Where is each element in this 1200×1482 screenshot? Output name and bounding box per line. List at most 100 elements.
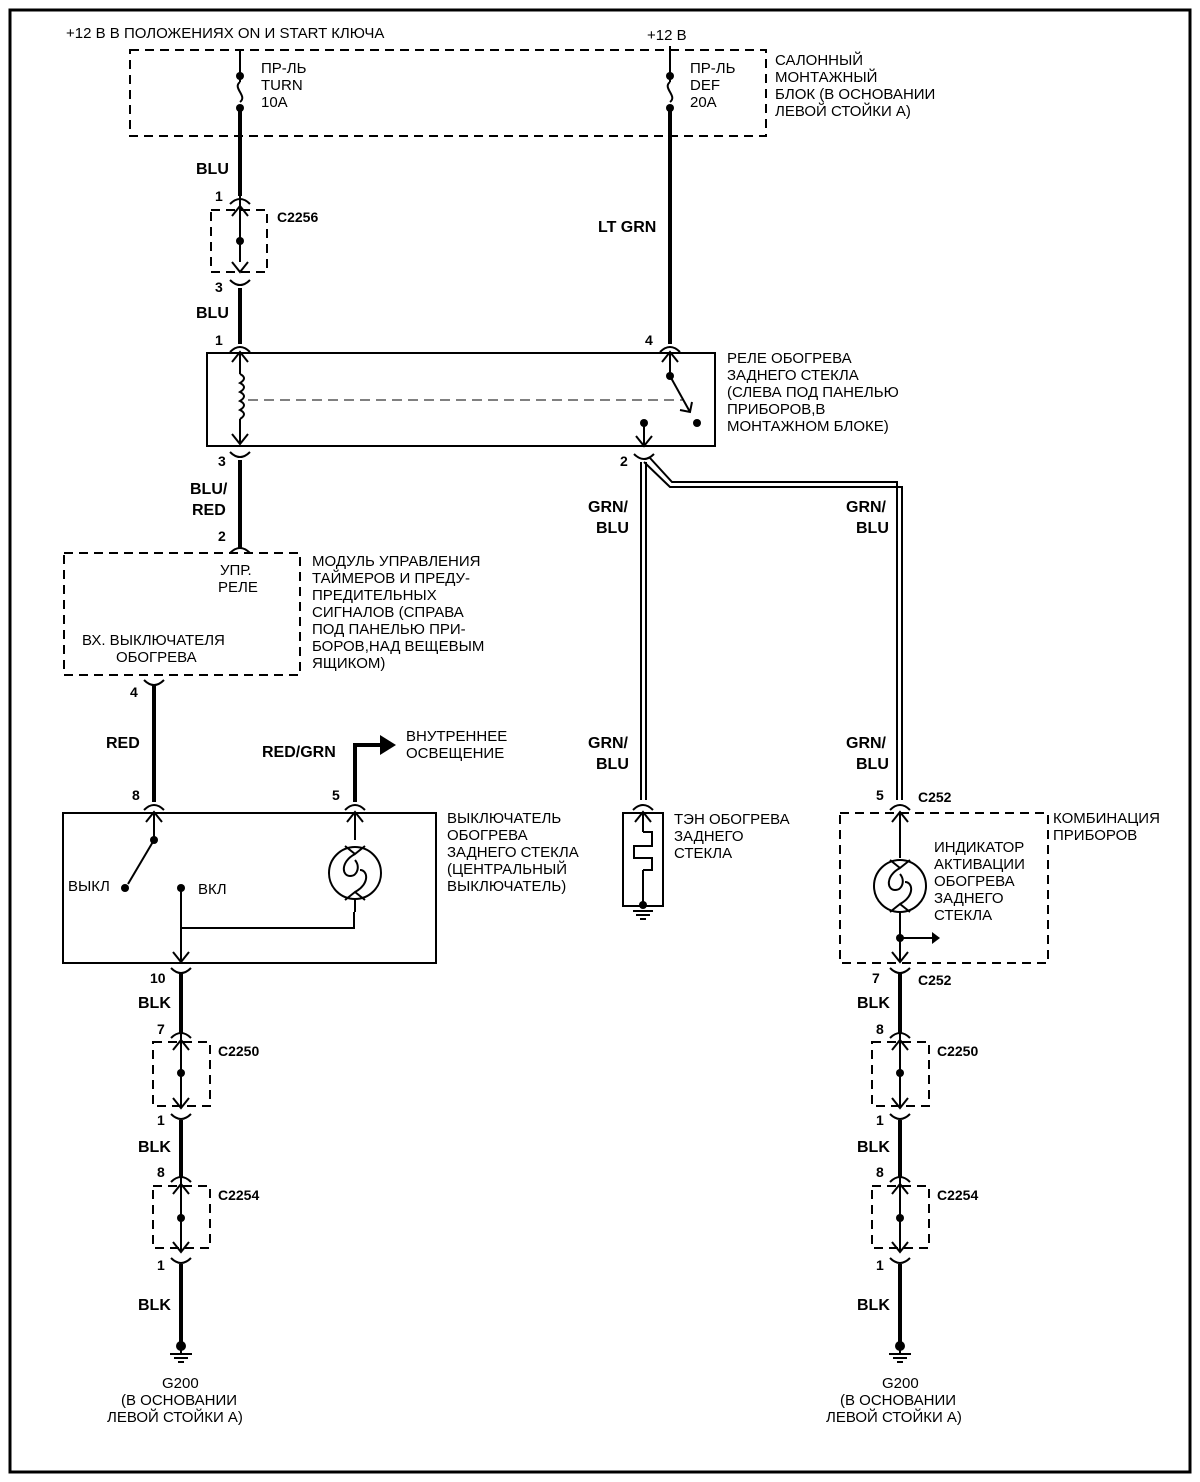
svg-text:ЗАДНЕГО: ЗАДНЕГО [674, 828, 744, 845]
wire-label-red-grn: RED/GRN [262, 744, 336, 761]
fuse-turn-label: ПР-ЛЬ TURN 10А [261, 60, 307, 111]
svg-text:DEF: DEF [690, 77, 720, 94]
svg-text:ОСВЕЩЕНИЕ: ОСВЕЩЕНИЕ [406, 745, 504, 762]
module-pin4-connector-icon [143, 679, 165, 686]
wire-label-blu-2: BLU [196, 305, 229, 322]
wire-label-lt-grn: LT GRN [598, 219, 656, 236]
ground-right-label: G200 (В ОСНОВАНИИ ЛЕВОЙ СТОЙКИ А) [826, 1375, 962, 1426]
ground-left-label: G200 (В ОСНОВАНИИ ЛЕВОЙ СТОЙКИ А) [107, 1375, 243, 1426]
wire-grn-blu-branch [649, 457, 898, 800]
wire-label-blu-red: RED [192, 502, 226, 519]
wire-label-blk-r3: BLK [857, 1297, 890, 1314]
svg-text:БЛОК (В ОСНОВАНИИ: БЛОК (В ОСНОВАНИИ [775, 86, 935, 103]
wire-label-grn-blu-b: BLU [856, 520, 889, 537]
svg-text:СТЕКЛА: СТЕКЛА [674, 845, 732, 862]
wire-label-blk-r1: BLK [857, 995, 890, 1012]
pin-label: 1 [876, 1257, 884, 1273]
wire-red-grn [353, 743, 384, 802]
svg-text:ТАЙМЕРОВ И ПРЕДУ-: ТАЙМЕРОВ И ПРЕДУ- [312, 569, 470, 587]
connector-c2254-left-label: C2254 [218, 1187, 259, 1203]
wire-label-grn-blu-c: GRN/ [588, 735, 629, 752]
svg-text:ЛЕВОЙ СТОЙКИ А): ЛЕВОЙ СТОЙКИ А) [107, 1408, 243, 1426]
switch-contact-icon [121, 804, 355, 964]
svg-text:ЯЩИКОМ): ЯЩИКОМ) [312, 655, 385, 672]
wire-label-red: RED [106, 735, 140, 752]
module-relay-ctrl-label: УПР. РЕЛЕ [218, 562, 258, 596]
svg-text:МОНТАЖНЫЙ: МОНТАЖНЫЙ [775, 68, 877, 86]
svg-text:СТЕКЛА: СТЕКЛА [934, 907, 992, 924]
svg-text:ОБОГРЕВА: ОБОГРЕВА [116, 649, 197, 666]
switch-lamp-icon [328, 804, 382, 912]
module-label: МОДУЛЬ УПРАВЛЕНИЯ ТАЙМЕРОВ И ПРЕДУ- ПРЕД… [312, 553, 484, 672]
pin-label: 1 [876, 1112, 884, 1128]
fuse-def-label: ПР-ЛЬ DEF 20А [690, 60, 736, 111]
connector-c2256-label: C2256 [277, 209, 318, 225]
svg-text:(ЦЕНТРАЛЬНЫЙ: (ЦЕНТРАЛЬНЫЙ [447, 860, 567, 878]
wire-label-blk-l1: BLK [138, 995, 171, 1012]
svg-text:(В ОСНОВАНИИ: (В ОСНОВАНИИ [121, 1392, 237, 1409]
wire-label-grn-blu-b: GRN/ [846, 499, 887, 516]
connector-c252-bottom-label: C252 [918, 972, 952, 988]
wire-label-grn-blu-d: BLU [856, 756, 889, 773]
pin-label: 2 [218, 528, 226, 544]
svg-text:КОМБИНАЦИЯ: КОМБИНАЦИЯ [1053, 810, 1160, 827]
relay-coil-icon [229, 346, 251, 458]
svg-text:ЛЕВОЙ СТОЙКИ А): ЛЕВОЙ СТОЙКИ А) [775, 102, 911, 120]
connector-c2254-left-icon [170, 1176, 192, 1264]
connector-c2250-left-box [152, 1041, 211, 1107]
pin-label: 8 [157, 1164, 165, 1180]
svg-text:ПРИБОРОВ: ПРИБОРОВ [1053, 827, 1137, 844]
svg-text:САЛОННЫЙ: САЛОННЫЙ [775, 51, 863, 69]
svg-text:РЕЛЕ: РЕЛЕ [218, 579, 258, 596]
svg-text:ПР-ЛЬ: ПР-ЛЬ [690, 60, 736, 77]
ground-right-icon [889, 1341, 911, 1363]
pin-label: 1 [215, 188, 223, 204]
interior-light-label: ВНУТРЕННЕЕ ОСВЕЩЕНИЕ [406, 728, 507, 762]
svg-text:МОНТАЖНОМ БЛОКЕ): МОНТАЖНОМ БЛОКЕ) [727, 418, 889, 435]
svg-text:ОБОГРЕВА: ОБОГРЕВА [934, 873, 1015, 890]
page-frame [8, 8, 1192, 1474]
connector-c2250-left-icon [170, 1032, 192, 1120]
connector-c2250-right-box [871, 1041, 930, 1107]
pin-label: 10 [150, 970, 166, 986]
svg-text:TURN: TURN [261, 77, 303, 94]
svg-text:20А: 20А [690, 94, 717, 111]
svg-text:РЕЛЕ ОБОГРЕВА: РЕЛЕ ОБОГРЕВА [727, 350, 852, 367]
svg-text:ЗАДНЕГО СТЕКЛА: ЗАДНЕГО СТЕКЛА [447, 844, 579, 861]
svg-text:G200: G200 [882, 1375, 919, 1392]
pin-label: 8 [132, 787, 140, 803]
wire-label-blu-1: BLU [196, 161, 229, 178]
module-pin2-connector-icon [229, 547, 251, 554]
connector-c2250-right-label: C2250 [937, 1043, 978, 1059]
connector-c2250-left-label: C2250 [218, 1043, 259, 1059]
wire-label-grn-blu-a: GRN/ [588, 499, 629, 516]
pin-label: 1 [157, 1112, 165, 1128]
pin-label: 4 [130, 684, 138, 700]
svg-text:G200: G200 [162, 1375, 199, 1392]
switch-label: ВЫКЛЮЧАТЕЛЬ ОБОГРЕВА ЗАДНЕГО СТЕКЛА (ЦЕН… [447, 810, 579, 895]
svg-text:ПРИБОРОВ,В: ПРИБОРОВ,В [727, 401, 825, 418]
switch-on-label: ВКЛ [198, 881, 227, 898]
svg-text:СИГНАЛОВ (СПРАВА: СИГНАЛОВ (СПРАВА [312, 604, 464, 621]
wire-label-grn-blu-d: GRN/ [846, 735, 887, 752]
pin-label: 8 [876, 1164, 884, 1180]
relay-pin2-connector-icon [633, 453, 655, 460]
module-switch-in-label: ВХ. ВЫКЛЮЧАТЕЛЯ ОБОГРЕВА [82, 632, 225, 666]
pin-label: 4 [645, 332, 653, 348]
pin-label: 1 [215, 332, 223, 348]
switch-box [62, 812, 437, 964]
connector-c2254-right-icon [889, 1176, 911, 1264]
interior-light-arrow-icon [380, 735, 396, 755]
svg-text:10А: 10А [261, 94, 288, 111]
svg-text:ПР-ЛЬ: ПР-ЛЬ [261, 60, 307, 77]
switch-pin10-connector-icon [170, 967, 192, 974]
pin-label: 7 [872, 970, 880, 986]
connector-c2254-right-label: C2254 [937, 1187, 978, 1203]
wire-label-blk-r2: BLK [857, 1139, 890, 1156]
pin-label: 5 [332, 787, 340, 803]
svg-text:ОБОГРЕВА: ОБОГРЕВА [447, 827, 528, 844]
svg-text:ИНДИКАТОР: ИНДИКАТОР [934, 839, 1024, 856]
wire-label-grn-blu-c: BLU [596, 756, 629, 773]
pin-label: 1 [157, 1257, 165, 1273]
